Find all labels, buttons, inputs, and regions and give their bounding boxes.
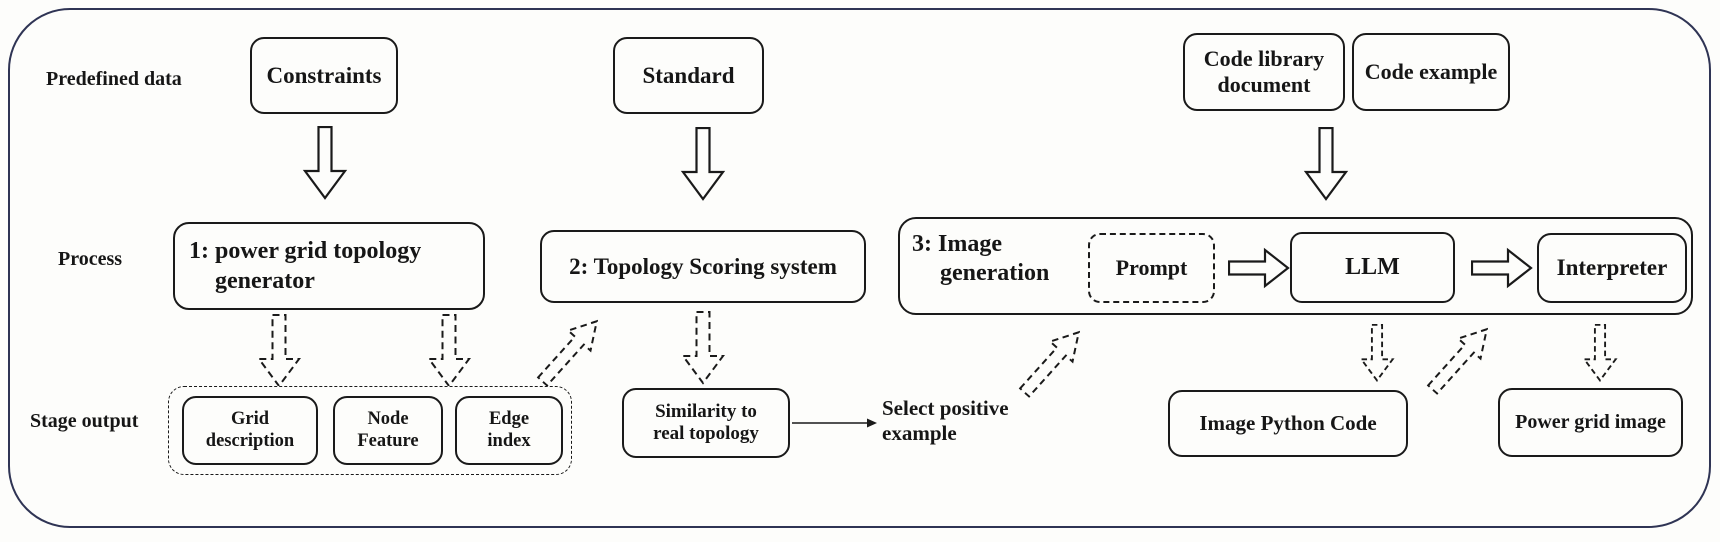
select-positive-line1: Select positive: [882, 396, 1009, 420]
node-interpreter: Interpreter: [1537, 233, 1687, 303]
step3-line2: generation: [940, 260, 1050, 286]
node-power-grid-image: Power grid image: [1498, 388, 1683, 457]
grid-description-line2: description: [205, 430, 295, 451]
row-label-stage-output: Stage output: [30, 410, 139, 432]
dashed-down-arrow-llm: [1355, 324, 1399, 382]
node-code-example: Code example: [1352, 33, 1510, 111]
row-label-predefined-data: Predefined data: [46, 68, 182, 90]
node-standard: Standard: [613, 37, 764, 114]
code-library-line1: Code library: [1203, 46, 1325, 72]
select-positive-line2: example: [882, 421, 957, 445]
dashed-diagonal-arrow-select-to-step3: [1011, 319, 1092, 404]
similarity-line1: Similarity to: [655, 400, 757, 422]
step1-line2: generator: [215, 268, 315, 294]
step3-label: 3: Image generation: [912, 230, 1049, 288]
step3-line1: 3: Image: [912, 231, 1002, 257]
solid-down-arrow-code-library: [1303, 127, 1349, 201]
solid-right-arrow-llm-to-interpreter: [1471, 247, 1533, 289]
node-code-library-document: Code library document: [1183, 33, 1345, 111]
dashed-down-arrow-step2: [680, 311, 726, 385]
dashed-down-arrow-step1-left: [256, 314, 302, 388]
interpreter-label: Interpreter: [1556, 255, 1668, 281]
select-positive-example-text: Select positive example: [882, 396, 1009, 446]
dashed-down-arrow-step1-right: [426, 314, 472, 388]
solid-right-arrow-prompt-to-llm: [1228, 247, 1290, 289]
node-similarity-to-real-topology: Similarity to real topology: [622, 388, 790, 458]
outer-frame: [8, 8, 1711, 528]
llm-label: LLM: [1345, 254, 1400, 281]
dashed-down-arrow-interpreter: [1578, 324, 1622, 382]
code-library-line2: document: [1217, 72, 1311, 97]
node-code-example-label: Code example: [1364, 59, 1498, 85]
row-label-process: Process: [58, 248, 123, 270]
dashed-diagonal-arrow-outputs-to-step2: [529, 308, 610, 393]
step1-line1: 1: power grid topology: [189, 238, 422, 264]
node-feature-line1: Node: [367, 408, 409, 429]
similarity-line2: real topology: [653, 423, 759, 444]
node-step2-topology-scoring-system: 2: Topology Scoring system: [540, 230, 866, 303]
solid-down-arrow-standard: [680, 127, 726, 201]
thin-right-arrow-similarity-to-select: [792, 416, 878, 430]
node-image-python-code: Image Python Code: [1168, 390, 1408, 457]
node-constraints-label: Constraints: [266, 62, 382, 88]
node-prompt: Prompt: [1088, 233, 1215, 303]
grid-description-line1: Grid: [230, 408, 270, 429]
step2-label: 2: Topology Scoring system: [569, 253, 837, 279]
node-step1-power-grid-topology-generator: 1: power grid topology generator: [173, 222, 485, 310]
prompt-label: Prompt: [1115, 255, 1188, 281]
power-grid-image-label: Power grid image: [1515, 410, 1666, 433]
edge-index-line1: Edge: [488, 408, 530, 429]
solid-down-arrow-constraints: [302, 126, 348, 200]
dashed-diagonal-arrow-code-to-interpreter: [1419, 316, 1500, 401]
node-node-feature: Node Feature: [333, 396, 443, 465]
node-grid-description: Grid description: [182, 396, 318, 465]
node-feature-line2: Feature: [357, 430, 419, 451]
node-edge-index: Edge index: [455, 396, 563, 465]
edge-index-line2: index: [487, 430, 531, 451]
node-llm: LLM: [1290, 232, 1455, 303]
node-constraints: Constraints: [250, 37, 398, 114]
node-standard-label: Standard: [642, 62, 735, 88]
image-python-code-label: Image Python Code: [1199, 411, 1377, 436]
